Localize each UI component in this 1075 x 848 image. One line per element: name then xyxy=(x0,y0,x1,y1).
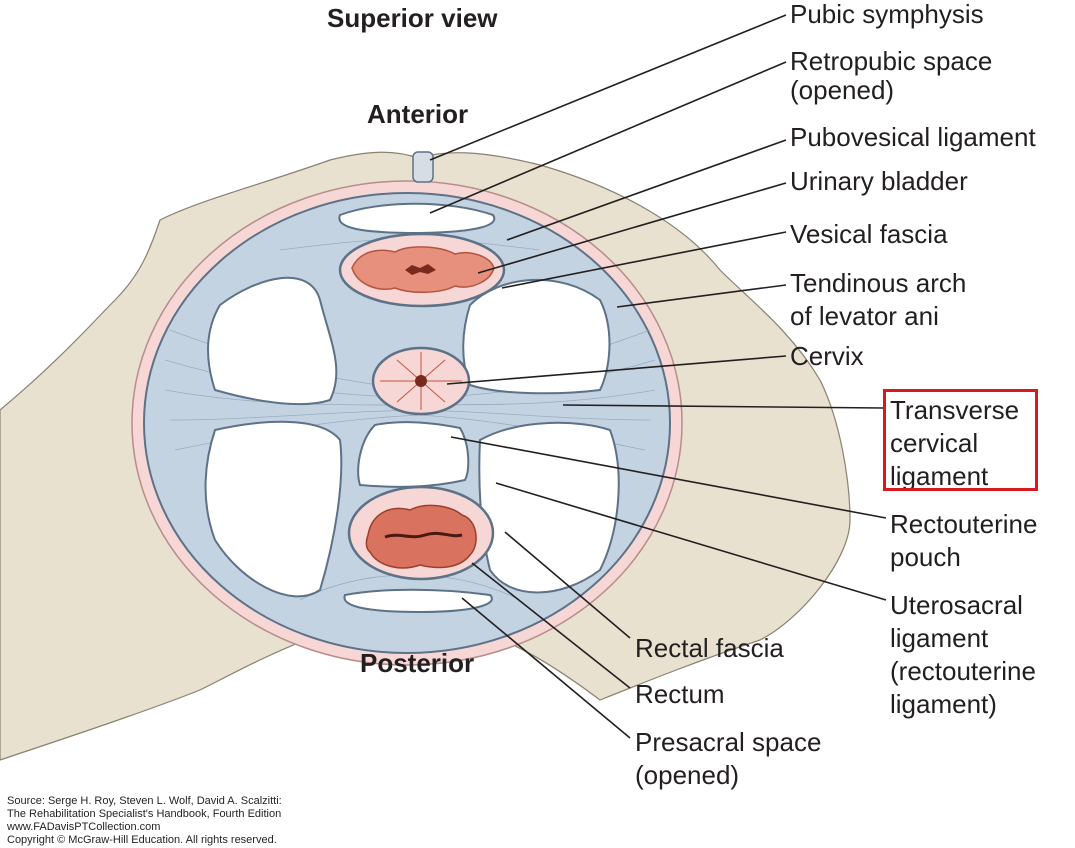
label-line: Presacral space xyxy=(635,727,822,757)
retropubic-space-shape xyxy=(338,202,496,235)
label-line: Tendinous arch xyxy=(790,268,967,298)
label-cervix: Cervix xyxy=(790,340,864,373)
label-line: ligament) xyxy=(890,689,997,719)
source-line: www.FADavisPTCollection.com xyxy=(7,821,161,833)
pubic-symphysis-shape xyxy=(412,151,434,183)
leader-retropubic-space xyxy=(429,61,787,214)
source-credit: Source: Serge H. Roy, Steven L. Wolf, Da… xyxy=(7,795,282,847)
label-line: (opened) xyxy=(790,75,895,105)
right-pararectal-space xyxy=(478,421,620,594)
presacral-space-shape xyxy=(343,588,493,614)
label-line: cervical xyxy=(890,428,979,458)
label-line: Uterosacral xyxy=(890,590,1023,620)
label-transverse-cervical-ligament: Transverse cervical ligament xyxy=(890,394,1019,493)
view-heading: Superior view xyxy=(327,3,498,33)
label-line: (opened) xyxy=(635,760,740,790)
label-line: ligament xyxy=(890,623,989,653)
label-retropubic-space: Retropubic space (opened) xyxy=(790,45,992,107)
label-line: pouch xyxy=(890,542,961,572)
label-rectouterine-pouch: Rectouterine pouch xyxy=(890,508,1037,574)
label-line: Rectal fascia xyxy=(635,633,784,663)
label-rectal-fascia: Rectal fascia xyxy=(635,632,784,665)
label-line: Vesical fascia xyxy=(790,219,948,249)
rectum-lumen xyxy=(384,531,463,539)
highlight-box xyxy=(883,389,1038,491)
leader-rectal-fascia xyxy=(504,531,631,639)
label-line: Pubovesical ligament xyxy=(790,122,1036,152)
label-line: Retropubic space xyxy=(790,46,993,76)
label-line: Transverse xyxy=(890,395,1020,425)
cervix-rays xyxy=(380,352,462,410)
open-spaces xyxy=(204,202,620,614)
label-line: (rectouterine xyxy=(890,656,1036,686)
leader-rectouterine-pouch xyxy=(450,436,887,519)
label-line: of levator ani xyxy=(790,301,939,331)
label-line: ligament xyxy=(890,461,989,491)
leader-vesical-fascia xyxy=(501,231,787,289)
leader-cervix xyxy=(446,355,787,385)
source-line: Source: Serge H. Roy, Steven L. Wolf, Da… xyxy=(7,795,282,807)
bladder-lumen xyxy=(405,264,436,275)
label-line: Rectouterine xyxy=(890,509,1038,539)
label-line: Rectum xyxy=(635,679,725,709)
rectouterine-pouch-shape xyxy=(357,421,470,488)
label-pubovesical-ligament: Pubovesical ligament xyxy=(790,121,1036,154)
leader-presacral-space xyxy=(461,597,631,739)
leader-tendinous-arch xyxy=(616,284,787,308)
leader-pubic-symphysis xyxy=(429,14,787,161)
leader-lines xyxy=(429,14,887,739)
anterior-heading: Anterior xyxy=(367,99,469,129)
label-presacral-space: Presacral space (opened) xyxy=(635,726,821,792)
label-line: Pubic symphysis xyxy=(790,0,984,29)
source-line: Copyright © McGraw-Hill Education. All r… xyxy=(7,834,277,846)
label-line: Urinary bladder xyxy=(790,166,968,196)
left-paravesical-space xyxy=(207,276,338,406)
label-vesical-fascia: Vesical fascia xyxy=(790,218,948,251)
cervical-os xyxy=(415,375,427,387)
label-tendinous-arch: Tendinous arch of levator ani xyxy=(790,267,966,333)
source-line: The Rehabilitation Specialist's Handbook… xyxy=(7,808,282,820)
leader-transverse-cervical-ligament xyxy=(562,404,884,409)
leader-pubovesical-ligament xyxy=(506,139,787,241)
label-rectum: Rectum xyxy=(635,678,725,711)
label-urinary-bladder: Urinary bladder xyxy=(790,165,968,198)
posterior-heading: Posterior xyxy=(360,648,475,678)
leader-uterosacral-ligament xyxy=(495,482,887,601)
leader-rectum xyxy=(471,562,631,689)
left-pararectal-space xyxy=(204,420,343,598)
label-pubic-symphysis: Pubic symphysis xyxy=(790,0,984,31)
label-uterosacral-ligament: Uterosacral ligament (rectouterine ligam… xyxy=(890,589,1036,721)
label-line: Cervix xyxy=(790,341,864,371)
leader-urinary-bladder xyxy=(477,182,787,274)
